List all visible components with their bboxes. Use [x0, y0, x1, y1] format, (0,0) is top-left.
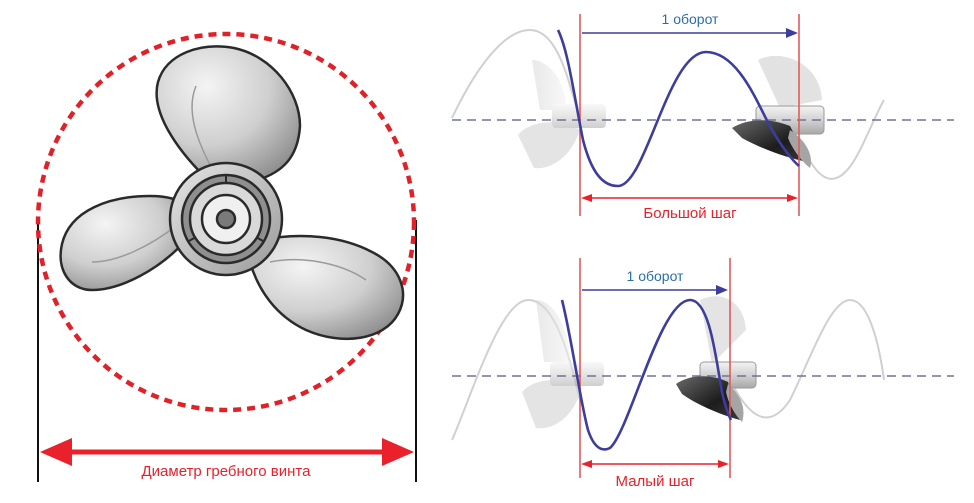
large-pitch-dimension-arrowhead-right	[787, 194, 798, 202]
diameter-arrow	[40, 438, 414, 466]
small-pitch-label: Малый шаг	[616, 473, 695, 490]
small-pitch-dimension-arrowhead-left	[581, 460, 592, 468]
diameter-arrowhead-right	[382, 438, 414, 466]
diameter-label: Диаметр гребного винта	[142, 463, 312, 480]
propeller-blade-left	[59, 194, 190, 292]
small-pitch-dimension-arrowhead-right	[718, 460, 729, 468]
small-pitch-propeller	[676, 296, 757, 422]
propeller-blade-top	[155, 45, 302, 182]
large-pitch-ghost-propeller	[518, 60, 606, 169]
propeller-blade-shade-right	[269, 259, 367, 281]
large-pitch-wave	[556, 29, 800, 188]
diameter-arrowhead-left	[40, 438, 72, 466]
propeller-icon	[59, 45, 405, 341]
large-pitch-dark-blade	[732, 120, 808, 162]
propeller-blade-shade-left	[91, 225, 177, 263]
large-pitch-label: Большой шаг	[643, 205, 737, 222]
large-pitch-ghost-wave	[451, 28, 885, 180]
large-pitch-dimension-arrowhead-left	[581, 194, 592, 202]
propeller-hub-bore	[215, 208, 237, 230]
propeller-blade-right	[248, 234, 405, 341]
small-pitch-revolution-label: 1 оборот	[627, 268, 685, 284]
propeller-blade-shade-top	[191, 85, 215, 173]
small-pitch-wave	[560, 298, 733, 451]
large-pitch-revolution-arrowhead	[786, 28, 798, 38]
small-pitch-revolution-arrowhead	[716, 285, 728, 295]
small-pitch-ghost-propeller	[522, 300, 604, 429]
propeller-hub-spokes	[188, 175, 264, 242]
small-pitch-dark-blade	[676, 376, 740, 420]
propeller-diameter-circle	[35, 31, 417, 413]
large-pitch-propeller	[732, 55, 825, 168]
large-pitch-revolution-label: 1 оборот	[662, 11, 720, 27]
propeller-diameter-figure: Диаметр гребного винта	[35, 31, 417, 482]
small-pitch-figure: 1 оборот Малый шаг	[451, 258, 954, 490]
large-pitch-figure: 1 оборот Большой шаг	[451, 11, 954, 222]
